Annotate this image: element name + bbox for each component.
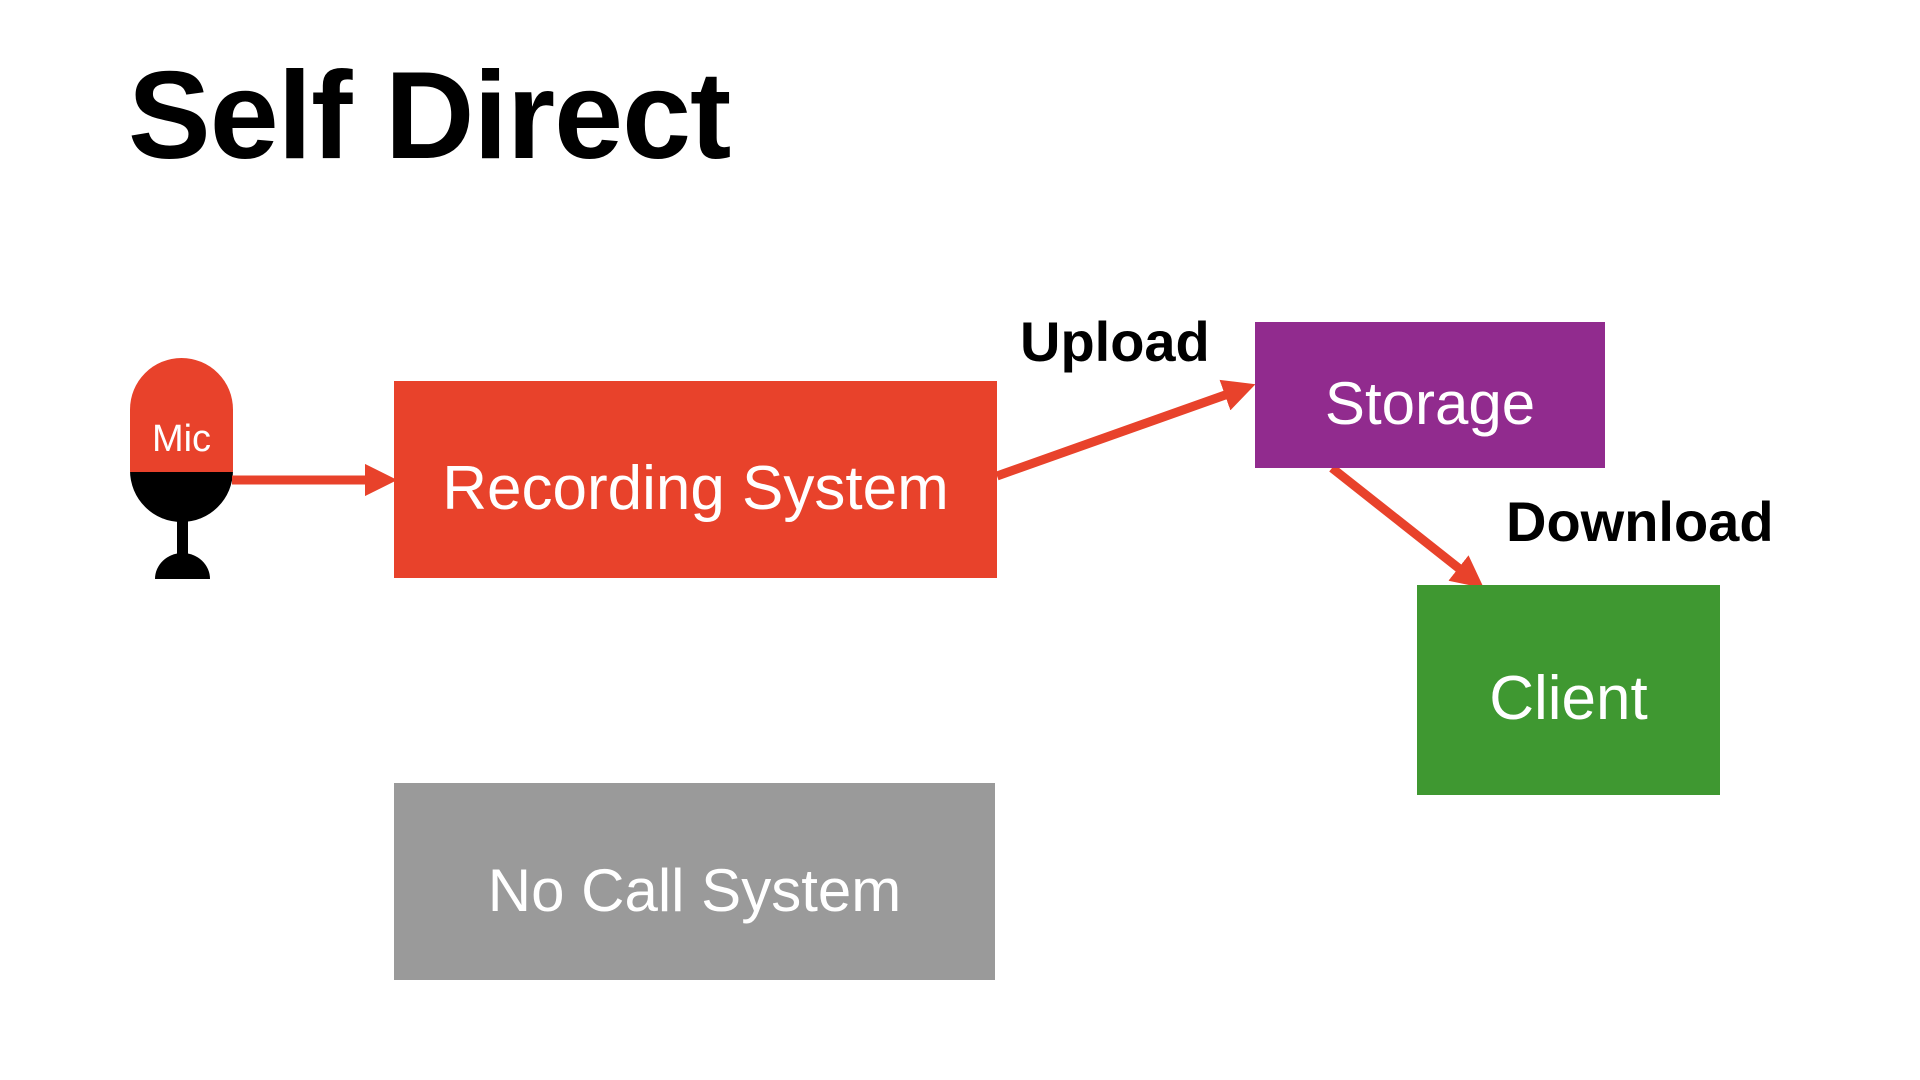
slide-title: Self Direct	[128, 47, 731, 185]
recording-system-node: Recording System	[394, 381, 997, 578]
upload-arrow	[995, 379, 1256, 481]
upload-label: Upload	[1020, 310, 1210, 373]
download-label: Download	[1506, 490, 1774, 553]
microphone-label: Mic	[151, 418, 212, 460]
no-call-system-label: No Call System	[487, 856, 902, 924]
client-label: Client	[1489, 664, 1648, 733]
microphone-stand-stem	[177, 520, 188, 556]
no-call-system-node: No Call System	[394, 783, 995, 980]
download-arrow	[1329, 464, 1484, 589]
microphone-stand-base	[155, 553, 210, 579]
client-node: Client	[1417, 585, 1720, 795]
storage-node: Storage	[1255, 322, 1605, 468]
storage-label: Storage	[1324, 370, 1536, 437]
microphone-body: Mic	[130, 358, 233, 522]
recording-system-label: Recording System	[442, 453, 949, 523]
